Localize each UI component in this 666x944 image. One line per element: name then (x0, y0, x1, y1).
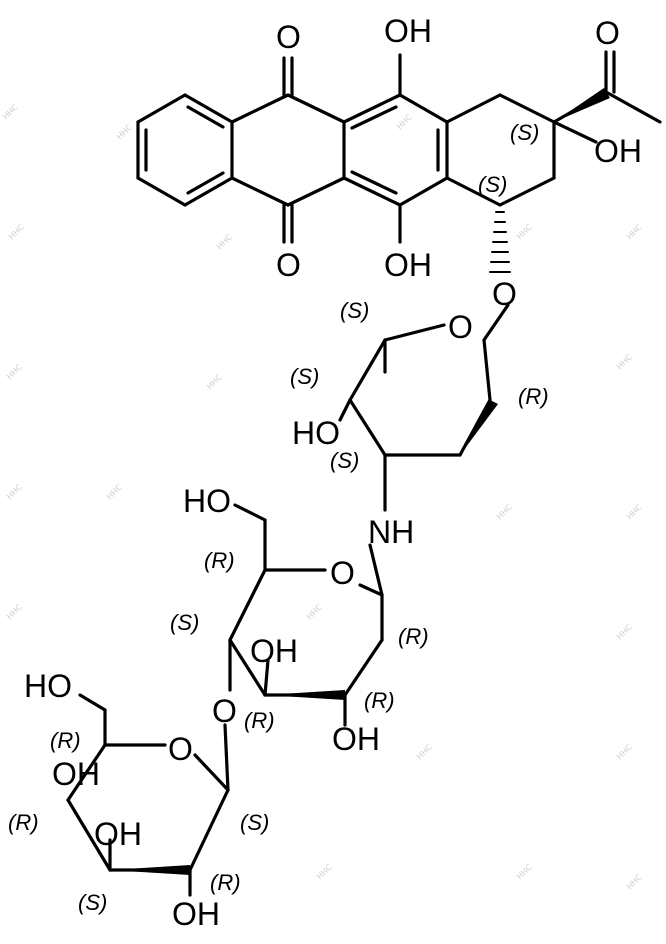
svg-text:HHC: HHC (205, 372, 224, 391)
sugar1-hydroxyl: HO (292, 415, 340, 451)
svg-text:HHC: HHC (7, 222, 26, 241)
stereo-label-s2-c1: (R) (398, 624, 429, 649)
svg-text:HHC: HHC (615, 622, 634, 641)
stereo-label-s1-c1: (R) (518, 384, 549, 409)
stereo-label-s2-c3: (R) (244, 708, 275, 733)
amine-nitrogen: NH (368, 514, 414, 550)
svg-text:HHC: HHC (215, 232, 234, 251)
svg-text:HHC: HHC (305, 602, 324, 621)
ring-bottom-hydroxyl: OH (384, 247, 432, 283)
svg-text:HHC: HHC (415, 742, 434, 761)
sugar3-hydroxymethyl: HO (24, 668, 72, 704)
stereo-label-c9: (S) (510, 120, 539, 145)
stereo-label-s3-c2: (R) (210, 870, 241, 895)
svg-text:HHC: HHC (615, 352, 634, 371)
sugar2-ring-oxygen: O (330, 555, 355, 591)
stereo-wedge-bond (110, 865, 190, 875)
tertiary-hydroxyl: OH (594, 133, 642, 169)
svg-text:HHC: HHC (495, 502, 514, 521)
svg-text:HHC: HHC (395, 112, 414, 131)
stereo-label-c7: (S) (478, 172, 507, 197)
sugar3-ring-oxygen: O (168, 731, 193, 767)
stereo-label-s2-c4: (S) (170, 610, 199, 635)
stereo-label-s2-c2: (R) (364, 688, 395, 713)
aglycone-bonds (136, 50, 662, 244)
stereo-label-s1-c5: (S) (340, 298, 369, 323)
stereo-label-s1-c4: (S) (290, 364, 319, 389)
sugar2-hydroxymethyl: HO (183, 483, 231, 519)
svg-text:HHC: HHC (515, 222, 534, 241)
stereo-hash-bond (489, 211, 511, 273)
stereo-label-s3-c4: (R) (8, 810, 39, 835)
sugar2-hydroxyl-mid: OH (250, 633, 298, 669)
stereo-labels: (S) (S) (S) (S) (R) (S) (R) (S) (R) (R) … (8, 120, 549, 915)
sugar1-bonds (338, 303, 510, 512)
svg-text:HHC: HHC (615, 742, 634, 761)
stereo-label-s3-c1: (S) (240, 810, 269, 835)
sugar2-hydroxyl-bottom: OH (332, 721, 380, 757)
svg-text:HHC: HHC (5, 482, 24, 501)
svg-text:HHC: HHC (5, 362, 24, 381)
svg-text:HHC: HHC (315, 862, 334, 881)
sugar3-hydroxyl-bottom: OH (172, 896, 220, 932)
stereo-label-s3-c3: (S) (78, 890, 107, 915)
sugar1-ring-oxygen: O (448, 309, 473, 345)
svg-text:HHC: HHC (1, 102, 20, 121)
ring-top-hydroxyl: OH (384, 13, 432, 49)
sugar3-bonds (66, 693, 230, 897)
stereo-wedge-bond (554, 88, 610, 122)
atom-labels: O O OH OH O OH O O HO NH HO O OH OH O HO… (24, 13, 642, 932)
aglycone-glycosidic-oxygen: O (492, 276, 517, 312)
svg-text:HHC: HHC (625, 502, 644, 521)
svg-text:HHC: HHC (515, 862, 534, 881)
quinone-bottom-oxygen: O (276, 247, 301, 283)
svg-text:HHC: HHC (5, 602, 24, 621)
svg-text:HHC: HHC (625, 222, 644, 241)
stereo-label-s3-c5: (R) (50, 728, 81, 753)
acetyl-oxygen: O (595, 15, 620, 51)
inter-sugar-oxygen: O (212, 693, 237, 729)
svg-text:HHC: HHC (625, 872, 644, 891)
stereo-label-s1-c3: (S) (330, 448, 359, 473)
quinone-top-oxygen: O (276, 19, 301, 55)
stereo-label-s2-c5: (R) (204, 548, 235, 573)
svg-text:HHC: HHC (115, 122, 134, 141)
sugar3-hydroxyl-left: OH (52, 756, 100, 792)
stereo-wedge-bond (460, 400, 498, 455)
svg-text:HHC: HHC (105, 482, 124, 501)
sugar3-hydroxyl-mid: OH (94, 816, 142, 852)
stereo-wedge-bond (265, 690, 345, 700)
